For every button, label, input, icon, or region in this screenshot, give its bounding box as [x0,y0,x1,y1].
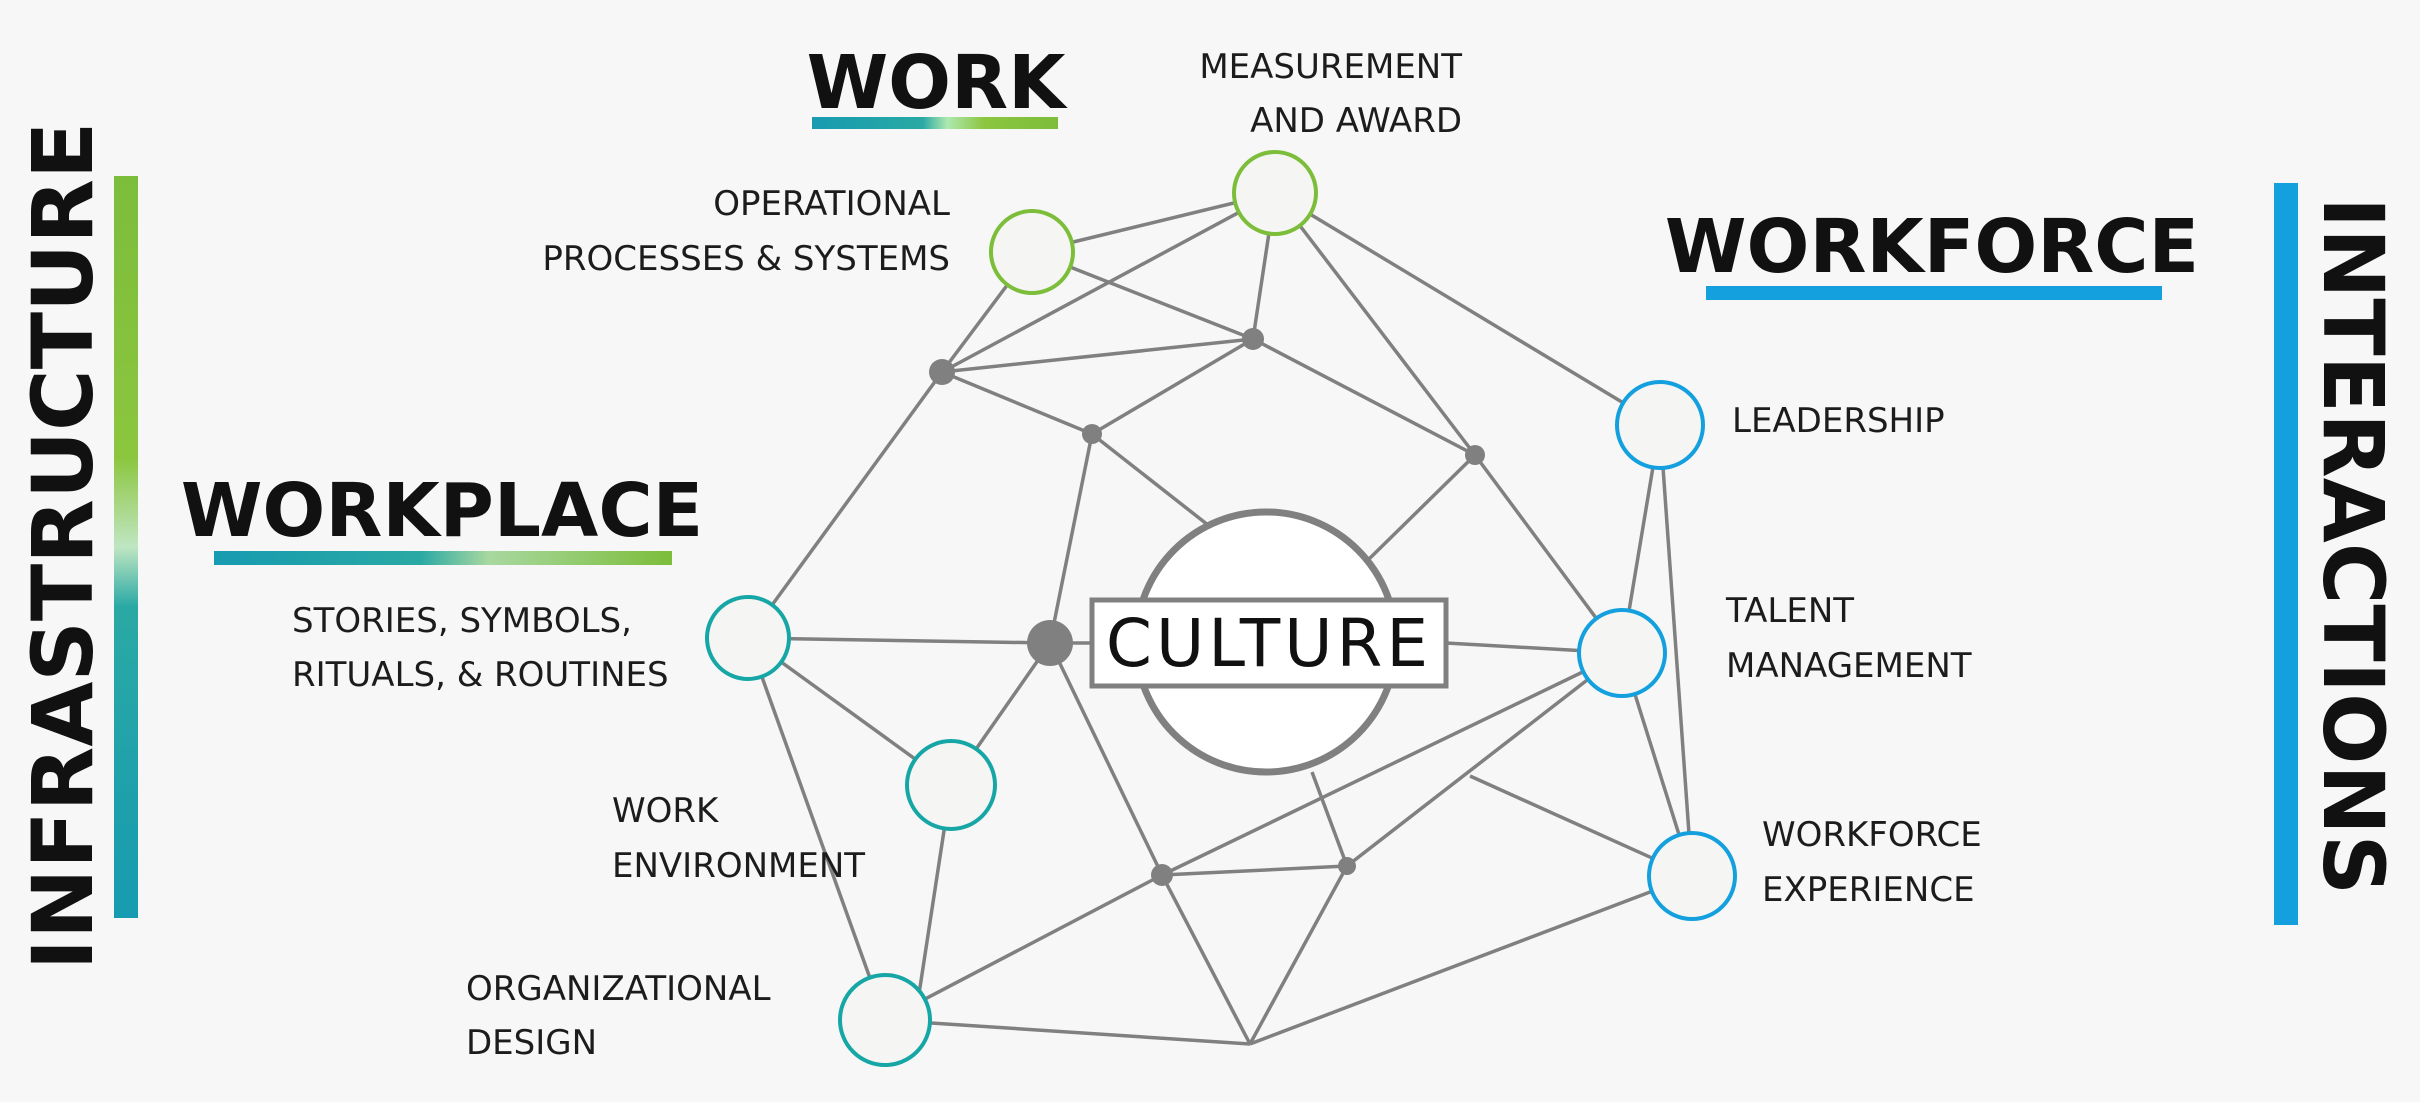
edge [884,1018,1251,1046]
label-experience-line2: EXPERIENCE [1762,870,1975,910]
edge [1090,432,1210,527]
label-leadership: LEADERSHIP [1732,401,1945,441]
interactions-bar [2274,183,2298,925]
edge [1249,874,1693,1046]
junction-dot [1338,857,1356,875]
node-leadership [1615,380,1705,470]
infrastructure-bar [114,176,138,918]
node-workforce-experience [1647,831,1737,921]
infrastructure-label: INFRASTRUCTURE [14,122,112,971]
label-operational-line1: OPERATIONAL [713,184,950,224]
workforce-heading: WORKFORCE [1665,204,2199,290]
edge [1252,337,1476,457]
workforce-underline [1706,286,2162,300]
label-talent-line1: TALENT [1725,591,1854,631]
node-work-environment [905,739,997,831]
node-operational-processes [989,209,1075,295]
edge [1273,191,1477,457]
edge [1274,191,1661,427]
junction-dot [929,359,955,385]
label-orgdesign-line2: DESIGN [466,1023,597,1063]
junction-dots [929,328,1485,886]
edge [884,873,1163,1022]
node-measurement-and-award [1232,150,1318,236]
edge [1310,771,1349,867]
edge [1161,864,1348,877]
node-talent-management [1577,608,1667,698]
label-talent-line2: MANAGEMENT [1726,646,1972,686]
label-experience-line1: WORKFORCE [1762,815,1982,855]
label-stories-line2: RITUALS, & ROUTINES [292,655,669,695]
edge [941,337,1254,374]
label-environment-line2: ENVIRONMENT [612,846,865,886]
label-measurement-line1: MEASUREMENT [1199,47,1462,87]
edge [747,636,1051,645]
edge [1161,651,1623,877]
workplace-underline [214,551,672,565]
label-environment-line1: WORK [612,791,720,831]
edge [1048,642,1164,876]
edge [1048,433,1094,644]
outer-nodes [705,150,1737,1067]
edge [746,637,887,1021]
edge [1366,453,1477,562]
edge [941,191,1276,374]
edge [746,370,944,640]
node-stories-symbols [705,595,791,681]
junction-dot-large [1027,620,1073,666]
work-underline [812,117,1058,129]
interactions-label: INTERACTIONS [2304,197,2402,895]
culture-box [1089,597,1449,689]
junction-dot [1465,445,1485,465]
label-stories-line1: STORIES, SYMBOLS, [292,601,632,641]
label-operational-line2: PROCESSES & SYSTEMS [542,239,950,279]
work-heading: WORK [807,40,1069,126]
edge [1091,337,1254,436]
junction-dot [1082,424,1102,444]
network-edges [746,191,1694,1046]
edge [1658,424,1694,877]
workplace-heading: WORKPLACE [181,468,703,554]
culture-label: CULTURE [1106,605,1432,682]
label-measurement-line2: AND AWARD [1250,101,1462,141]
edge [941,370,1093,436]
junction-dot [1242,328,1264,350]
edge [1345,651,1624,868]
edge [1248,865,1349,1045]
node-organizational-design [838,973,932,1067]
label-orgdesign-line1: ORGANIZATIONAL [466,969,771,1009]
edge [1160,874,1252,1045]
junction-dot [1151,864,1173,886]
